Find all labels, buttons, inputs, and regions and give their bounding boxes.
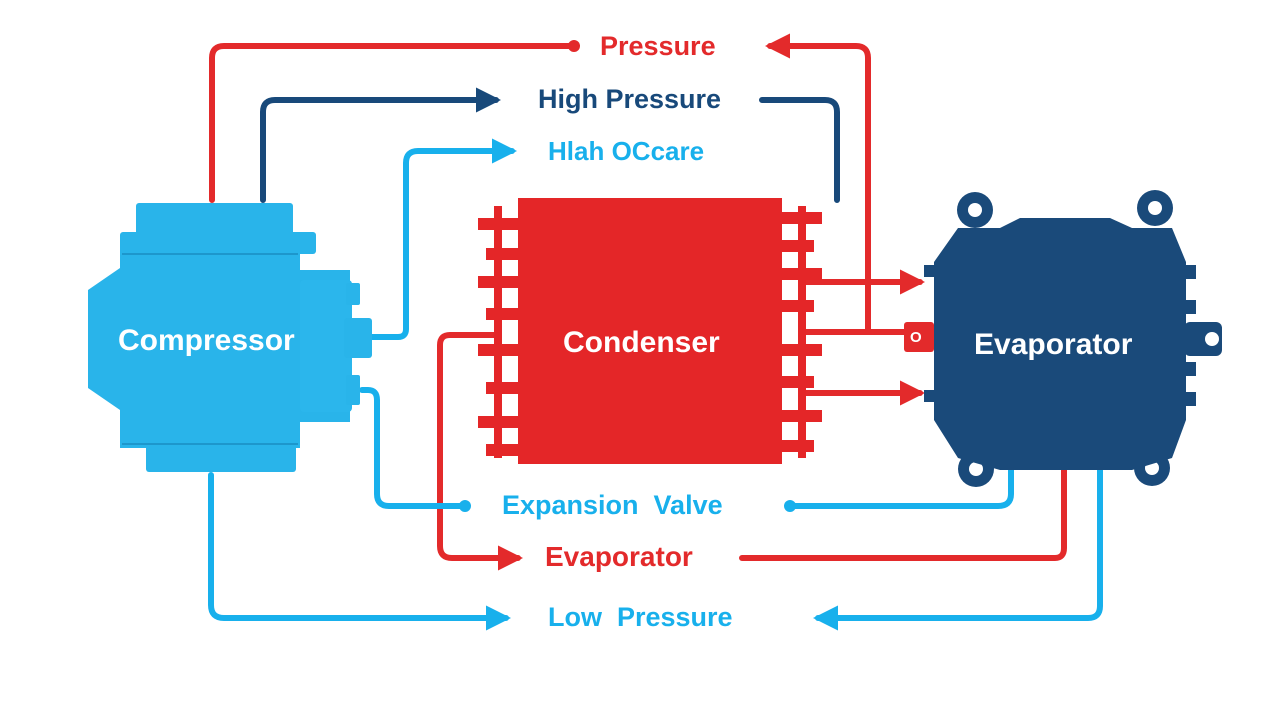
pipe-evaporator-left — [437, 332, 524, 571]
pipe-garbled-left — [369, 138, 518, 340]
evaporator-right-tab — [1184, 322, 1222, 356]
evaporator-port-mark: O — [910, 329, 922, 346]
compressor — [88, 203, 372, 472]
flow-label-evaporator: Evaporator — [545, 541, 693, 572]
flow-label-pressure: Pressure — [600, 31, 716, 61]
pipe-expansion-right — [787, 467, 1014, 509]
pipe-low-pressure-left — [208, 472, 512, 631]
flow-label-garbled: Hlah OCcare — [548, 136, 705, 166]
evaporator-label: Evaporator — [974, 328, 1133, 361]
condenser — [478, 198, 822, 464]
pipe-pressure-right — [764, 33, 871, 335]
condenser-core — [518, 198, 782, 464]
pipe-end-dot — [568, 40, 580, 52]
condenser-left-rail — [494, 206, 502, 458]
evaporator-port — [904, 322, 934, 352]
condenser-right-rail — [798, 206, 806, 458]
condenser-label: Condenser — [563, 326, 720, 359]
pipe-low-pressure-right — [812, 452, 1103, 631]
compressor-port-top — [344, 318, 372, 358]
evaporator-body — [934, 218, 1186, 470]
flow-label-expansion-valve: Expansion Valve — [502, 490, 723, 520]
compressor-nub-2 — [346, 375, 360, 405]
compressor-top-band — [120, 232, 316, 254]
pipe-evaporator-right — [739, 467, 1067, 561]
pipe-pressure-left — [209, 43, 577, 203]
pipe-high-pressure-right — [759, 97, 840, 203]
compressor-right-boss — [300, 280, 352, 412]
compressor-nub-1 — [346, 283, 360, 305]
pipes — [208, 33, 1103, 631]
pipe-high-pressure-left — [260, 87, 502, 203]
evaporator — [904, 190, 1222, 487]
pipe-expansion-left — [359, 387, 465, 509]
flow-label-low-pressure: Low Pressure — [548, 602, 733, 632]
compressor-label: Compressor — [118, 324, 295, 357]
compressor-body — [88, 250, 350, 448]
compressor-base — [146, 440, 296, 472]
pipe-end-dot — [459, 500, 471, 512]
flow-label-high-pressure: High Pressure — [538, 84, 722, 114]
